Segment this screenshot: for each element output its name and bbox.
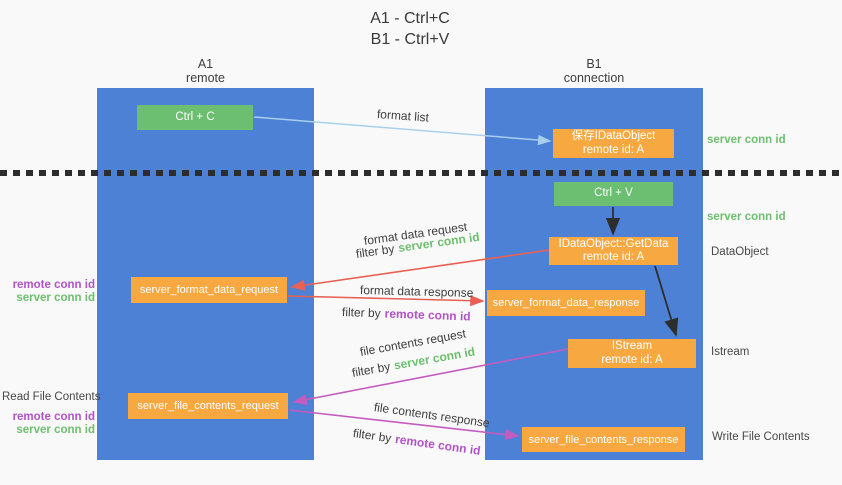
annotation-write-file-contents: Write File Contents bbox=[712, 431, 810, 443]
node-server-file-contents-request: server_file_contents_request bbox=[128, 393, 288, 419]
node-server-format-data-request: server_format_data_request bbox=[131, 277, 287, 303]
node-istream: IStream remote id: A bbox=[568, 339, 696, 368]
node-save-idataobject: 保存IDataObject remote id: A bbox=[553, 129, 674, 158]
title-line-1: A1 - Ctrl+C bbox=[370, 10, 450, 27]
annotation-server-conn-id-mid: server conn id bbox=[707, 211, 786, 223]
node-server-file-contents-response-label: server_file_contents_response bbox=[528, 433, 679, 446]
node-ctrl-v-label: Ctrl + V bbox=[594, 187, 633, 200]
annotation-left-conn-ids-top: remote conn id server conn id bbox=[8, 279, 95, 305]
node-idataobject-getdata-line1: IDataObject::GetData bbox=[558, 237, 669, 250]
node-save-idataobject-line1: 保存IDataObject bbox=[571, 130, 656, 142]
node-istream-line2: remote id: A bbox=[601, 353, 663, 366]
node-server-format-data-response-label: server_format_data_response bbox=[492, 297, 640, 309]
annotation-read-file-contents: Read File Contents bbox=[2, 391, 101, 403]
annotation-remote-conn-id-bottom: remote conn id bbox=[12, 411, 95, 423]
node-save-idataobject-line2: remote id: A bbox=[582, 143, 645, 156]
node-idataobject-getdata-line2: remote id: A bbox=[582, 251, 645, 263]
node-server-format-data-request-label: server_format_data_request bbox=[139, 284, 279, 296]
node-ctrl-v: Ctrl + V bbox=[554, 182, 673, 206]
annotation-server-conn-id-left-bottom: server conn id bbox=[16, 424, 95, 436]
annotation-istream: Istream bbox=[711, 346, 750, 358]
edge-label-format-data-response: format data response bbox=[359, 283, 474, 300]
diagram-title: A1 - Ctrl+C B1 - Ctrl+V bbox=[270, 8, 550, 50]
annotation-server-conn-id-top: server conn id bbox=[707, 134, 786, 146]
annotation-dataobject: DataObject bbox=[711, 246, 769, 258]
lifeline-b1-subtitle: connection bbox=[563, 71, 625, 85]
title-line-2: B1 - Ctrl+V bbox=[370, 31, 450, 48]
filter-by-text: filter by bbox=[350, 359, 392, 380]
node-server-file-contents-request-label: server_file_contents_request bbox=[137, 400, 279, 412]
edge-label-file-contents-response: file contents response bbox=[373, 400, 491, 431]
annotation-server-conn-id-left-top: server conn id bbox=[16, 292, 95, 304]
lifeline-b1-title: B1 bbox=[586, 57, 602, 71]
lifeline-header-b1: B1 connection bbox=[485, 57, 703, 85]
edge-label-format-list: format list bbox=[376, 107, 430, 125]
node-ctrl-c: Ctrl + C bbox=[137, 105, 253, 130]
filter-by-text: filter by bbox=[352, 426, 393, 446]
filter-by-text: filter by bbox=[355, 241, 396, 261]
filter-by-text: filter by bbox=[341, 305, 381, 321]
node-idataobject-getdata: IDataObject::GetData remote id: A bbox=[549, 237, 678, 265]
annotation-remote-conn-id-top: remote conn id bbox=[12, 279, 95, 291]
node-server-format-data-response: server_format_data_response bbox=[487, 290, 645, 316]
node-server-file-contents-response: server_file_contents_response bbox=[522, 427, 685, 452]
node-ctrl-c-label: Ctrl + C bbox=[175, 110, 215, 123]
remote-conn-id-text: remote conn id bbox=[394, 432, 482, 458]
lifeline-a1-subtitle: remote bbox=[186, 71, 225, 85]
lifeline-a1-title: A1 bbox=[197, 57, 214, 71]
annotation-left-conn-ids-bottom: remote conn id server conn id bbox=[8, 411, 95, 437]
node-istream-line1: IStream bbox=[611, 340, 653, 352]
lifeline-header-a1: A1 remote bbox=[97, 57, 314, 85]
remote-conn-id-text: remote conn id bbox=[384, 306, 471, 324]
